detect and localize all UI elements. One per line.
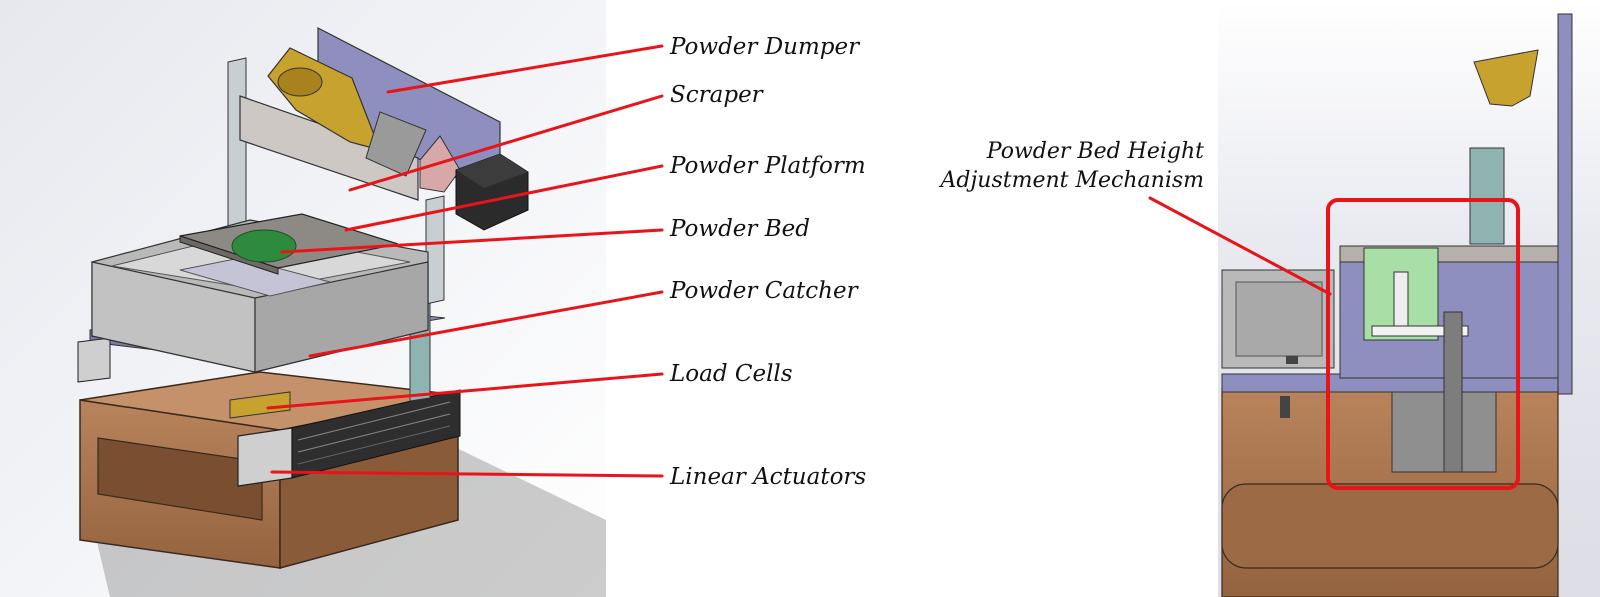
left-isometric-view — [0, 0, 606, 597]
leader-scraper — [348, 94, 664, 192]
section-catcher-inner — [1235, 281, 1323, 357]
leader-powder-bed — [280, 228, 664, 254]
section-wood-slot — [1221, 483, 1559, 569]
highlight-box — [1326, 198, 1520, 490]
label-load-cells: Load Cells — [669, 361, 793, 387]
section-rod — [1443, 311, 1463, 473]
leader-height-adjustment — [1148, 196, 1332, 296]
right-section-view — [1218, 0, 1600, 597]
label-powder-platform: Powder Platform — [669, 153, 866, 179]
label-powder-catcher: Powder Catcher — [669, 278, 860, 304]
powder-bed-disc — [231, 229, 297, 263]
left-labels: Powder Dumper Scraper Powder Platform Po… — [669, 34, 866, 490]
powder-platform-part — [179, 213, 399, 275]
label-linear-actuators: Linear Actuators — [669, 464, 866, 490]
label-powder-bed: Powder Bed — [669, 216, 810, 242]
leader-linear-actuators — [270, 470, 664, 478]
label-powder-dumper: Powder Dumper — [669, 34, 861, 60]
powder-dumper-part — [267, 47, 427, 177]
label-height-line2: Adjustment Mechanism — [939, 168, 1204, 193]
leader-load-cells — [266, 372, 664, 410]
stepper-motor — [455, 153, 529, 231]
section-teal-post — [1469, 147, 1505, 245]
label-scraper: Scraper — [670, 82, 765, 108]
left-leader-lines — [266, 44, 664, 478]
section-screw-top — [1286, 356, 1298, 364]
right-label: Powder Bed Height Adjustment Mechanism — [939, 139, 1205, 193]
section-bolt-head — [1371, 325, 1469, 337]
leader-powder-dumper — [386, 44, 664, 94]
leader-powder-platform — [344, 164, 664, 232]
section-back-wall — [1557, 13, 1573, 395]
section-screw — [1280, 396, 1290, 418]
label-height-line1: Powder Bed Height — [986, 139, 1204, 164]
powder-catcher-part — [91, 219, 429, 373]
leader-powder-catcher — [308, 290, 664, 358]
section-dumper — [1473, 49, 1539, 107]
section-bolt-shaft — [1393, 271, 1409, 333]
